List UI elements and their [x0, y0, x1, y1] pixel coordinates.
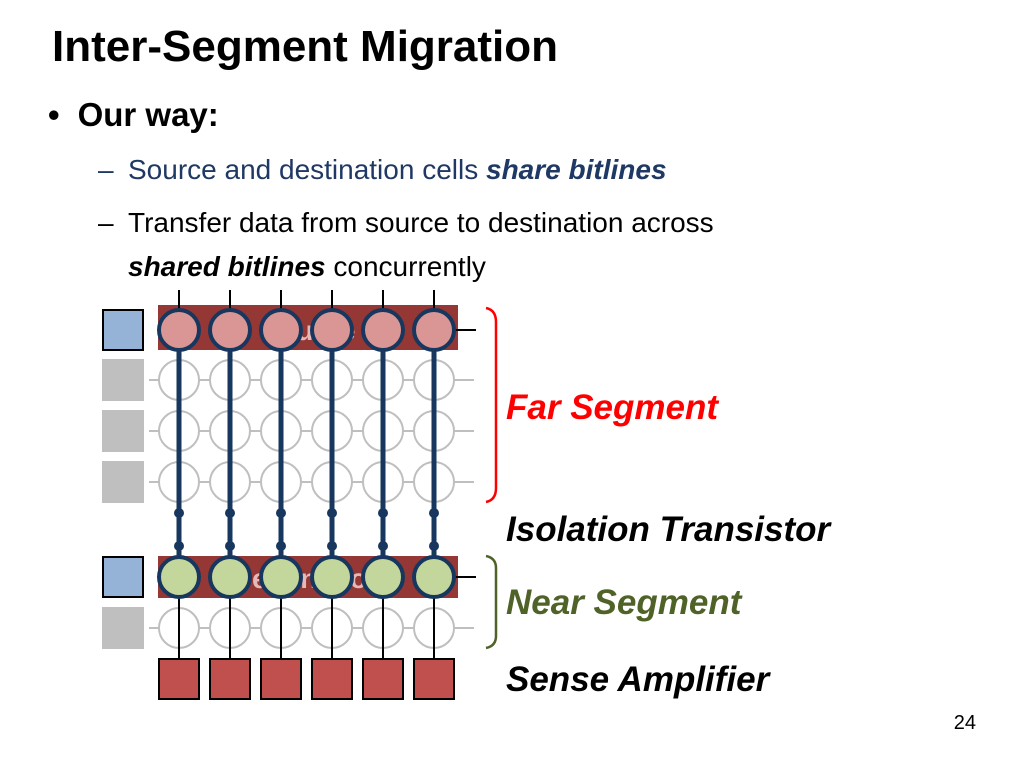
- source-cell: [310, 308, 354, 352]
- sense-amplifier-label: Sense Amplifier: [506, 660, 770, 699]
- isolation-transistor-bottom: [378, 541, 388, 551]
- source-cell: [259, 308, 303, 352]
- sub-bullet-text: Transfer data from source to destination…: [128, 207, 714, 238]
- isolation-transistor-bottom: [327, 541, 337, 551]
- far-segment-brace: [485, 306, 498, 504]
- destination-cell: [157, 555, 201, 599]
- near-segment-brace: [485, 554, 498, 650]
- isolation-transistor-top: [225, 508, 235, 518]
- sense-amplifier: [413, 658, 455, 700]
- wordline-driver: [102, 359, 144, 401]
- isolation-transistor-bottom: [429, 541, 439, 551]
- near-segment-label: Near Segment: [506, 583, 742, 622]
- isolation-transistor-top: [174, 508, 184, 518]
- source-wordline-driver: [102, 309, 144, 351]
- bullet-our-way: • Our way:: [48, 96, 219, 134]
- isolation-transistor-top: [378, 508, 388, 518]
- isolation-transistor-bottom: [276, 541, 286, 551]
- source-row-highlight: [158, 305, 458, 350]
- isolation-transistor-bottom: [225, 541, 235, 551]
- source-cell: [157, 308, 201, 352]
- destination-row-text: Destination: [232, 563, 384, 594]
- destination-cell: [259, 555, 303, 599]
- bullet-text: Our way:: [77, 96, 219, 133]
- sense-amplifier: [209, 658, 251, 700]
- sub-bullet-text: Source and destination cells: [128, 154, 486, 185]
- source-cell: [361, 308, 405, 352]
- sub-bullet-emphasis: shared bitlines: [128, 251, 326, 282]
- source-cell: [208, 308, 252, 352]
- sub-bullet-share-bitlines: –Source and destination cells share bitl…: [98, 148, 667, 192]
- destination-cell: [208, 555, 252, 599]
- sense-amplifier: [260, 658, 302, 700]
- far-segment-label: Far Segment: [506, 388, 718, 427]
- wordline-driver: [102, 607, 144, 649]
- isolation-transistor-bottom: [174, 541, 184, 551]
- isolation-transistor-top: [429, 508, 439, 518]
- destination-cell: [361, 555, 405, 599]
- destination-cell: [310, 555, 354, 599]
- sub-bullet-emphasis: share bitlines: [486, 154, 667, 185]
- sense-amplifier: [362, 658, 404, 700]
- slide-title: Inter-Segment Migration: [52, 22, 559, 71]
- isolation-transistor-top: [276, 508, 286, 518]
- sub-bullet-transfer: –Transfer data from source to destinatio…: [98, 201, 714, 289]
- destination-cell: [412, 555, 456, 599]
- sense-amplifier: [158, 658, 200, 700]
- isolation-transistor-label: Isolation Transistor: [506, 510, 831, 549]
- sub-bullet-dash: –: [98, 207, 114, 238]
- destination-wordline-driver: [102, 556, 144, 598]
- page-number: 24: [953, 712, 976, 734]
- source-cell: [412, 308, 456, 352]
- sub-bullet-tail: concurrently: [325, 251, 486, 282]
- sub-bullet-dash: –: [98, 154, 114, 185]
- bullet-dot: •: [48, 96, 60, 133]
- sense-amplifier: [311, 658, 353, 700]
- wordline-driver: [102, 410, 144, 452]
- isolation-transistor-top: [327, 508, 337, 518]
- wordline-driver: [102, 461, 144, 503]
